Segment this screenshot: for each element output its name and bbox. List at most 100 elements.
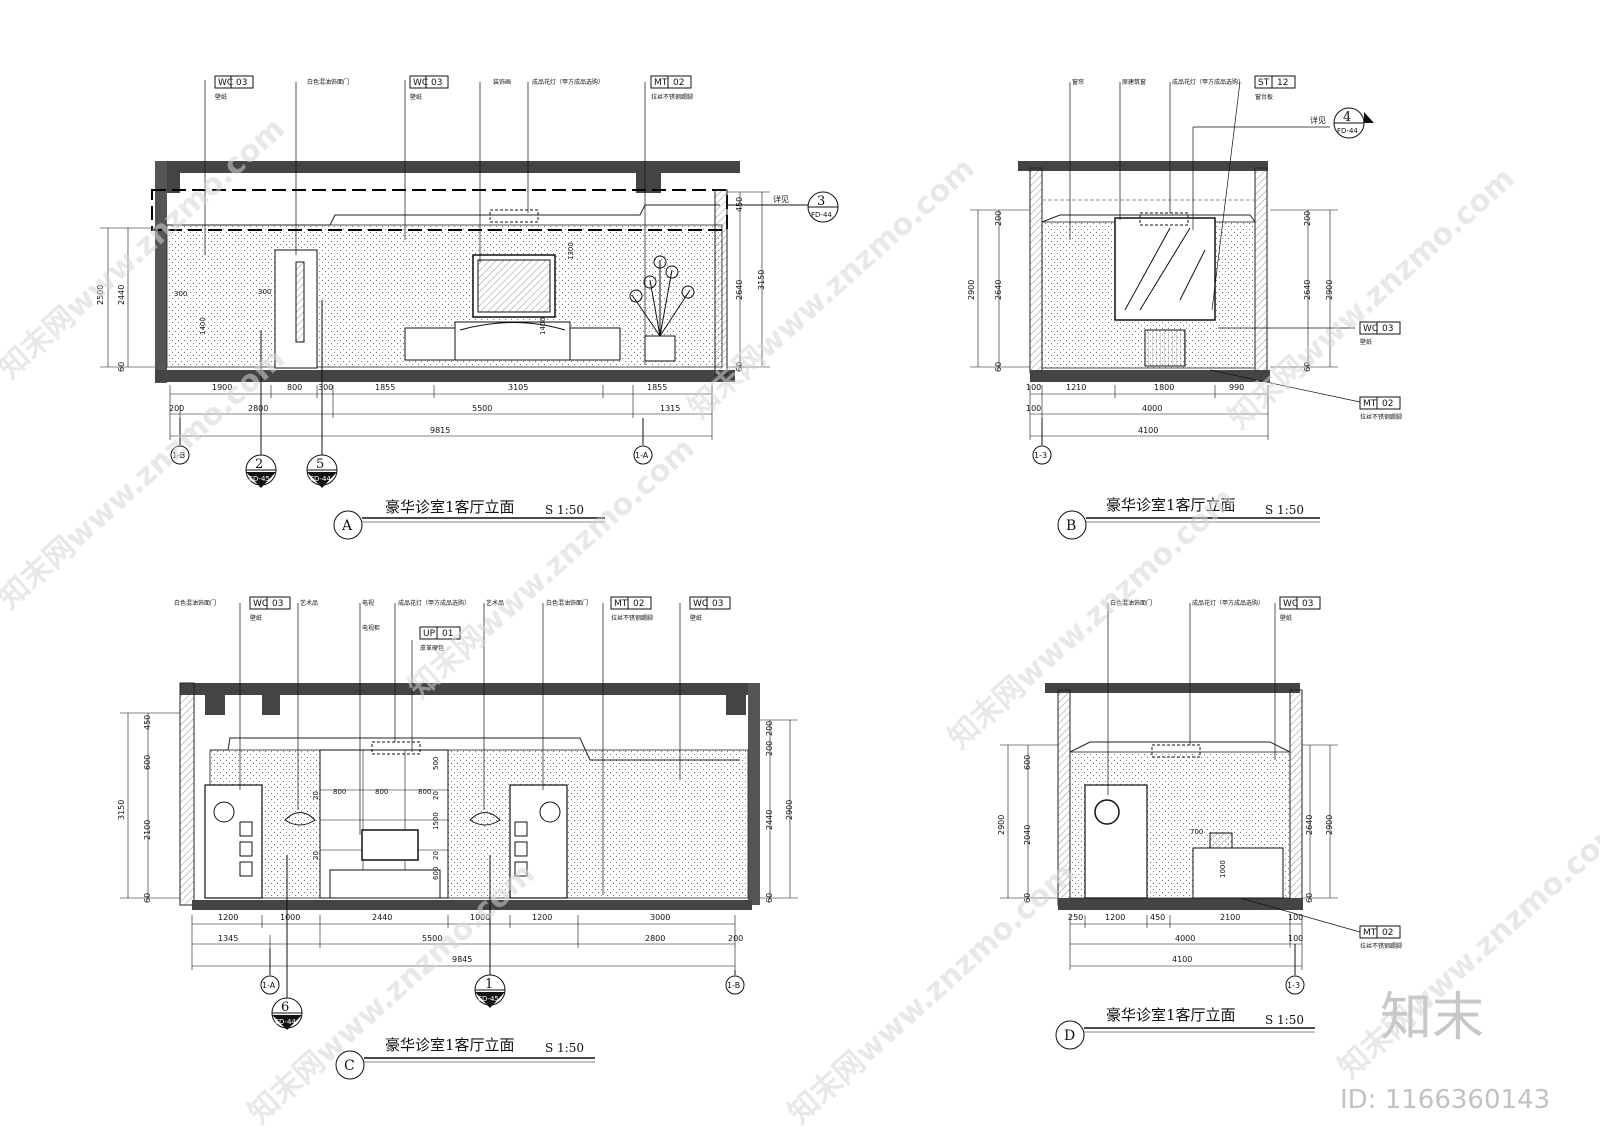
svg-text:100: 100 [1026,383,1041,392]
svg-text:拉丝不锈钢踢脚: 拉丝不锈钢踢脚 [651,93,693,101]
tag-wc03: WC 03 壁纸 [1359,321,1401,346]
svg-text:1: 1 [485,977,493,992]
note-lamp: 成品花灯（甲方成品选购） [398,599,470,607]
section-mark-6: 6 FD-44 [271,855,303,1030]
svg-text:450: 450 [1150,913,1165,922]
svg-text:WC: WC [413,78,428,88]
section-mark-5: 5 FD-44 [306,300,338,488]
svg-text:200: 200 [1303,211,1312,226]
svg-text:2800: 2800 [645,934,665,943]
axis-marker-1-b: 1-B [170,418,190,465]
white-painted-door [204,784,263,899]
svg-text:WC: WC [1283,599,1298,609]
svg-text:60: 60 [1023,893,1032,903]
svg-text:MT: MT [654,78,668,88]
svg-text:450: 450 [735,197,744,212]
svg-text:S 1:50: S 1:50 [545,503,584,517]
svg-text:03: 03 [236,78,247,88]
original-window [1114,217,1216,321]
svg-text:2640: 2640 [994,280,1003,300]
note-door: 白色混油饰面门 [307,78,349,86]
svg-text:A: A [341,518,353,534]
white-painted-door [1084,784,1148,899]
svg-text:豪华诊室1客厅立面: 豪华诊室1客厅立面 [385,498,515,516]
tag-wc03: WC 03 壁纸 [249,596,291,622]
panel-title-a: A 豪华诊室1客厅立面 S 1:50 [333,498,605,540]
svg-text:300: 300 [258,288,271,296]
note-painting: 装饰画 [493,78,511,86]
svg-text:2900: 2900 [967,280,976,300]
image-id-watermark: ID: 1166360143 [1340,1085,1550,1115]
svg-text:MT: MT [1363,928,1377,938]
svg-text:02: 02 [633,599,644,609]
svg-text:1345: 1345 [218,934,238,943]
wall-left [155,161,167,383]
svg-text:3150: 3150 [117,800,126,820]
svg-text:1400: 1400 [539,317,547,335]
svg-text:2100: 2100 [1220,913,1240,922]
panel-title-d: D 豪华诊室1客厅立面 S 1:50 [1055,1006,1315,1050]
svg-text:03: 03 [431,78,442,88]
tv-cabinet [329,869,441,899]
svg-text:02: 02 [673,78,684,88]
svg-text:1800: 1800 [1154,383,1174,392]
svg-text:4: 4 [1343,110,1351,125]
svg-text:壁纸: 壁纸 [1280,614,1292,622]
elevation-panel-b: 窗帘 原建筑窗 成品花灯（甲方成品选购） ST 12 窗台板 详见 4 FD-4… [967,75,1402,540]
svg-text:2100: 2100 [143,820,152,840]
svg-text:6: 6 [281,1000,289,1015]
svg-text:600: 600 [432,867,440,880]
svg-text:知末网www.znzmo.com: 知末网www.znzmo.com [402,431,702,706]
svg-text:2900: 2900 [1325,815,1334,835]
note-lamp: 成品花灯（甲方成品选购） [1172,78,1244,86]
svg-text:1200: 1200 [218,913,238,922]
svg-text:800: 800 [333,788,346,796]
svg-text:知末网www.znzmo.com: 知末网www.znzmo.com [942,481,1242,756]
svg-text:2440: 2440 [117,285,126,305]
svg-text:02: 02 [1382,928,1393,938]
svg-text:60: 60 [1303,362,1312,372]
svg-text:壁纸: 壁纸 [250,614,262,622]
svg-text:FD-45: FD-45 [249,475,270,483]
svg-text:990: 990 [1229,383,1244,392]
svg-text:1200: 1200 [532,913,552,922]
svg-text:1-3: 1-3 [1287,981,1300,990]
svg-text:ST: ST [1258,78,1270,88]
svg-text:FD-44: FD-44 [1337,127,1358,135]
svg-text:壁纸: 壁纸 [690,614,702,622]
potted-plant [629,255,695,362]
chandelier [489,209,539,223]
svg-text:壁纸: 壁纸 [1360,338,1372,346]
svg-text:200: 200 [765,721,774,736]
svg-text:2: 2 [255,457,263,472]
axis-marker-1-3: 1-3 [1285,944,1305,995]
svg-text:MT: MT [614,599,628,609]
svg-text:壁纸: 壁纸 [215,93,227,101]
svg-text:豪华诊室1客厅立面: 豪华诊室1客厅立面 [385,1036,515,1054]
svg-text:800: 800 [418,788,431,796]
note-door: 白色混油饰面门 [174,599,216,607]
svg-text:2640: 2640 [1303,280,1312,300]
ceiling-slab [155,161,740,173]
svg-text:1-B: 1-B [727,981,740,990]
floor-slab [155,370,735,382]
svg-text:200: 200 [728,934,743,943]
svg-text:5: 5 [316,457,324,472]
tag-wc03: WC 03 壁纸 [409,75,449,101]
svg-text:03: 03 [712,599,723,609]
svg-text:700: 700 [1190,828,1203,836]
detail-callout-3: 详见 3 FD-44 [727,191,839,223]
svg-text:200: 200 [765,741,774,756]
svg-text:豪华诊室1客厅立面: 豪华诊室1客厅立面 [1106,1006,1236,1024]
note-door: 白色混油饰面门 [546,599,588,607]
dashed-detail-box [151,189,728,231]
svg-text:UP: UP [423,629,436,639]
svg-text:100: 100 [1026,404,1041,413]
svg-text:皮革硬包: 皮革硬包 [420,644,444,652]
svg-text:5500: 5500 [422,934,442,943]
svg-text:FD-44: FD-44 [811,211,832,219]
section-mark-2: 2 FD-45 [245,330,277,488]
svg-text:12: 12 [1277,78,1288,88]
tag-mt02: MT 02 拉丝不锈钢踢脚 [650,75,693,101]
svg-text:FD-45: FD-45 [478,995,499,1003]
